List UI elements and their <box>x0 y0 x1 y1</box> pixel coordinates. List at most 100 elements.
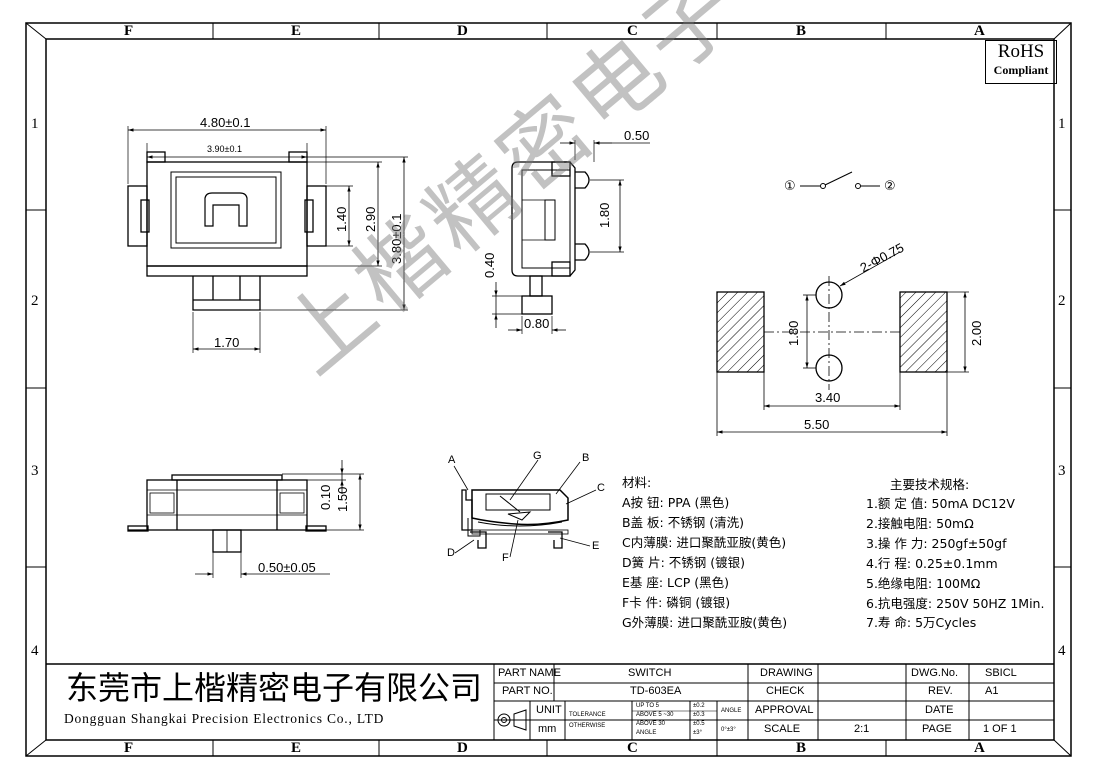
zone-row-2-right: 2 <box>1058 293 1066 309</box>
front-view <box>127 460 364 578</box>
dwg-no-label: DWG.No. <box>911 667 959 679</box>
dim-width-outer: 4.80±0.1 <box>200 115 251 130</box>
zone-row-3-left: 3 <box>31 463 39 479</box>
zone-col-d-top: D <box>457 23 468 39</box>
tol-value-2: ±0.3 <box>693 712 705 718</box>
dim-pin-pitch: 1.80 <box>597 202 612 228</box>
zone-row-1-right: 1 <box>1058 116 1066 132</box>
zone-col-d-bottom: D <box>457 740 468 756</box>
spec-item: 6.抗电强度: 250V 50HZ 1Min. <box>866 596 1045 611</box>
scale-label: SCALE <box>764 723 801 735</box>
projection-symbol <box>496 709 527 731</box>
angle-value: 0°±3° <box>721 727 736 733</box>
date-label: DATE <box>925 704 954 716</box>
zone-row-1-left: 1 <box>31 116 39 132</box>
page-label: PAGE <box>922 723 952 735</box>
dim-pad-gap: 3.40 <box>815 390 841 405</box>
material-item: D簧 片: 不锈钢 (镀银) <box>622 555 746 570</box>
drawing-label: DRAWING <box>760 667 813 679</box>
spec-item: 1.额 定 值: 50mA DC12V <box>866 496 1015 511</box>
side-view <box>492 140 650 334</box>
tolerance-otherwise: OTHERWISE <box>569 723 606 729</box>
dim-tab-width: 1.70 <box>214 335 240 350</box>
unit-value: mm <box>538 723 557 735</box>
zone-col-f-top: F <box>124 23 134 39</box>
zone-col-a-bottom: A <box>974 740 985 756</box>
section-label-c: C <box>597 482 605 494</box>
dim-hole-pitch: 1.80 <box>786 320 801 346</box>
zone-col-b-top: B <box>796 23 807 39</box>
zone-row-4-left: 4 <box>31 643 39 659</box>
dim-thickness-1: 0.10 <box>318 484 333 510</box>
zone-col-f-bottom: F <box>124 740 134 756</box>
tol-range-3: ABOVE 30 <box>636 721 666 727</box>
spec-item: 5.绝缘电阻: 100MΩ <box>866 576 981 591</box>
terminal-1-label: ① <box>784 178 796 193</box>
zone-col-e-top: E <box>291 23 302 39</box>
dim-pin-offset: 0.50±0.05 <box>258 560 316 575</box>
company-name-cn: 东莞市上楷精密电子有限公司 <box>66 669 483 707</box>
dim-width-inner: 3.90±0.1 <box>207 144 242 154</box>
section-label-f: F <box>502 552 509 564</box>
dim-pin-width: 0.80 <box>524 316 550 331</box>
rohs-subtitle: Compliant <box>993 63 1049 77</box>
tol-range-1: UP TO 5 <box>636 703 660 709</box>
part-name-label: PART NAME <box>498 667 561 679</box>
material-item: E基 座: LCP (黑色) <box>622 575 730 590</box>
section-view <box>453 459 597 558</box>
approval-label: APPROVAL <box>755 704 814 716</box>
page-value: 1 OF 1 <box>983 723 1017 735</box>
spec-item: 2.接触电阻: 50mΩ <box>866 516 974 531</box>
zone-col-c-bottom: C <box>627 740 638 756</box>
part-no-value: TD-603EA <box>630 685 682 697</box>
dim-actuator-travel: 0.50 <box>624 128 650 143</box>
part-no-label: PART NO. <box>502 685 553 697</box>
zone-row-2-left: 2 <box>31 293 39 309</box>
check-label: CHECK <box>766 685 805 697</box>
material-item: B盖 板: 不锈钢 (清洗) <box>622 515 744 530</box>
dim-pad-height: 2.00 <box>969 320 984 346</box>
top-view <box>127 126 408 353</box>
zone-col-e-bottom: E <box>291 740 302 756</box>
rohs-title: RoHS <box>997 41 1045 62</box>
part-name-value: SWITCH <box>628 667 672 679</box>
materials-title: 材料: <box>622 475 652 490</box>
tol-value-3: ±0.5 <box>693 721 705 727</box>
title-block-grid <box>46 663 1054 740</box>
dim-pad-span: 5.50 <box>804 417 830 432</box>
angle-label: ANGLE <box>721 708 742 714</box>
section-label-b: B <box>582 452 590 464</box>
section-label-a: A <box>448 454 456 466</box>
switch-schematic <box>800 171 880 189</box>
rev-value: A1 <box>985 685 999 697</box>
spec-item: 4.行 程: 0.25±0.1mm <box>866 556 998 571</box>
material-item: F卡 件: 磷铜 (镀银) <box>622 595 731 610</box>
scale-value: 2:1 <box>854 723 870 735</box>
dwg-no-value: SBICL <box>985 667 1017 679</box>
tol-value-4: ±3° <box>693 730 703 736</box>
zone-row-4-right: 4 <box>1058 643 1066 659</box>
tol-value-1: ±0.2 <box>693 703 705 709</box>
tol-range-2: ABOVE 5 ~30 <box>636 712 674 718</box>
material-item: A按 钮: PPA (黑色) <box>622 495 730 510</box>
zone-col-c-top: C <box>627 23 638 39</box>
zone-row-3-right: 3 <box>1058 463 1066 479</box>
zone-col-a-top: A <box>974 23 985 39</box>
terminal-2-label: ② <box>884 178 896 193</box>
tolerance-label: TOLERANCE <box>569 712 606 718</box>
unit-label: UNIT <box>536 704 562 716</box>
pcb-footprint <box>716 251 969 436</box>
section-label-g: G <box>533 450 542 462</box>
rohs-badge: RoHS Compliant <box>985 40 1057 84</box>
company-name-en: Dongguan Shangkai Precision Electronics … <box>64 711 385 726</box>
tol-range-4: ANGLE <box>636 730 657 736</box>
section-label-e: E <box>592 540 600 552</box>
rev-label: REV. <box>928 685 953 697</box>
dim-thickness-2: 1.50 <box>335 486 350 512</box>
sheet-border <box>25 22 1072 757</box>
material-item: C内薄膜: 进口聚酰亚胺(黄色) <box>622 535 787 550</box>
zone-col-b-bottom: B <box>796 740 807 756</box>
spec-item: 7.寿 命: 5万Cycles <box>866 615 977 630</box>
spec-item: 3.操 作 力: 250gf±50gf <box>866 536 1007 551</box>
